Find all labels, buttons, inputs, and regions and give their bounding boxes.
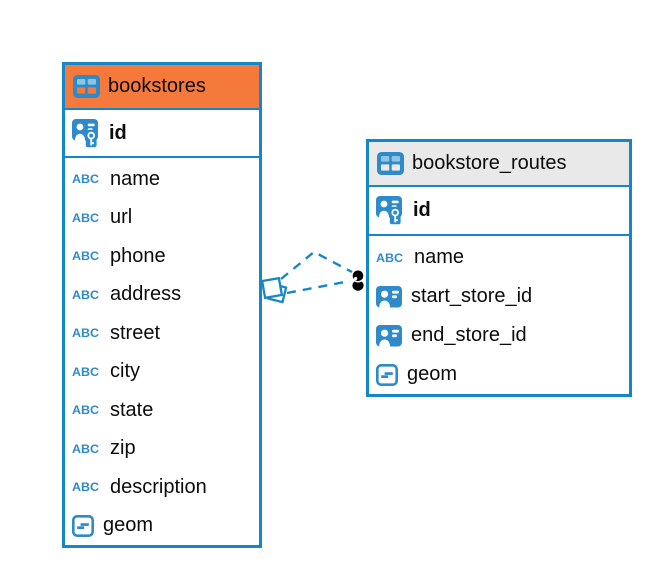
column-list: ABC name ABC url ABC phone <box>65 158 259 545</box>
text-type-icon: ABC <box>376 250 404 265</box>
foreign-key-icon <box>376 285 402 308</box>
column-row[interactable]: ABC street <box>72 314 259 353</box>
text-type-icon: ABC <box>72 211 100 225</box>
primary-key-row[interactable]: id <box>369 187 629 236</box>
relationship-line-upper[interactable] <box>280 250 353 280</box>
column-row[interactable]: geom <box>376 355 629 394</box>
geometry-type-icon <box>72 514 94 537</box>
primary-key-row[interactable]: id <box>65 110 259 158</box>
text-type-icon: ABC <box>72 326 100 340</box>
column-row[interactable]: ABC phone <box>72 237 259 276</box>
table-name: bookstore_routes <box>412 152 567 174</box>
column-name: url <box>110 206 133 229</box>
column-name: street <box>110 321 161 344</box>
column-name: geom <box>407 363 458 385</box>
table-name: bookstores <box>108 75 206 97</box>
geometry-type-icon <box>376 363 398 386</box>
column-name: start_store_id <box>411 285 533 307</box>
column-row[interactable]: ABC address <box>72 276 259 315</box>
text-type-icon: ABC <box>72 365 100 379</box>
column-name: geom <box>103 514 154 537</box>
text-type-icon: ABC <box>72 480 100 494</box>
primary-key-name: id <box>413 199 431 221</box>
column-name: name <box>110 167 161 190</box>
column-name: zip <box>110 437 136 460</box>
column-name: state <box>110 398 154 421</box>
many-end-diamond-handle[interactable] <box>260 276 288 304</box>
column-name: city <box>110 360 140 383</box>
column-name: description <box>110 475 207 498</box>
primary-key-icon <box>376 196 404 225</box>
column-row[interactable]: start_store_id <box>376 277 629 316</box>
column-row[interactable]: ABC zip <box>72 430 259 469</box>
primary-key-name: id <box>109 121 127 144</box>
column-name: phone <box>110 244 166 267</box>
column-row[interactable]: ABC state <box>72 391 259 430</box>
column-row[interactable]: end_store_id <box>376 316 629 355</box>
primary-key-icon <box>72 118 100 148</box>
foreign-key-icon <box>376 324 402 347</box>
column-row[interactable]: ABC name <box>376 238 629 277</box>
column-row[interactable]: ABC description <box>72 468 259 507</box>
column-name: address <box>110 283 182 306</box>
relationship-line-lower[interactable] <box>286 279 351 295</box>
text-type-icon: ABC <box>72 442 100 456</box>
column-row[interactable]: ABC city <box>72 353 259 392</box>
column-name: name <box>414 246 465 268</box>
one-end-dot-handle[interactable] <box>351 269 365 291</box>
table-header[interactable]: bookstores <box>65 65 259 110</box>
column-name: end_store_id <box>411 324 527 346</box>
table-bookstores[interactable]: bookstores id <box>62 62 262 548</box>
text-type-icon: ABC <box>72 172 100 186</box>
table-icon <box>73 75 100 98</box>
column-row[interactable]: ABC url <box>72 199 259 238</box>
table-icon <box>377 152 404 175</box>
table-bookstore-routes[interactable]: bookstore_routes id <box>366 139 632 397</box>
column-row[interactable]: ABC name <box>72 160 259 199</box>
text-type-icon: ABC <box>72 403 100 417</box>
table-header[interactable]: bookstore_routes <box>369 142 629 187</box>
column-list: ABC name <box>369 236 629 394</box>
text-type-icon: ABC <box>72 249 100 263</box>
column-row[interactable]: geom <box>72 507 259 546</box>
text-type-icon: ABC <box>72 288 100 302</box>
